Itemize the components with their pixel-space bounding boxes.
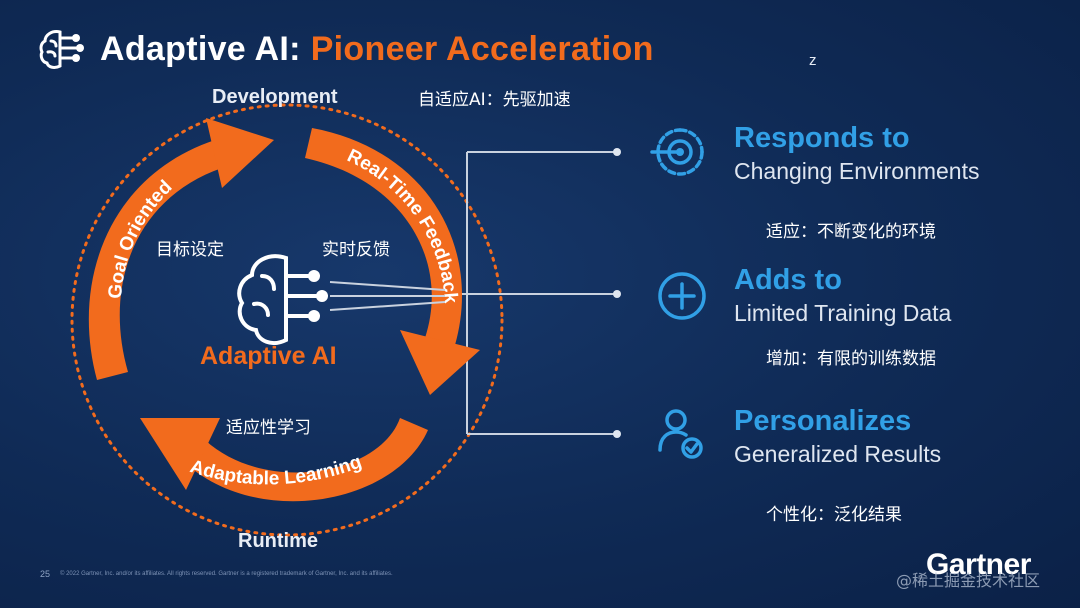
connector-dots xyxy=(613,148,621,438)
real-time-feedback-arrow xyxy=(305,128,480,395)
stray-character: z xyxy=(809,52,817,69)
development-label: Development xyxy=(212,86,338,108)
watermark: @稀土掘金技术社区 xyxy=(896,571,1041,590)
benefit-translation: 个性化：泛化结果 xyxy=(766,505,902,525)
adaptable-learning-arrow xyxy=(140,418,428,502)
benefit-translation: 适应：不断变化的环境 xyxy=(766,222,936,242)
learning-translation: 适应性学习 xyxy=(226,418,311,438)
title-row: Adaptive AI: Pioneer Acceleration xyxy=(38,26,654,72)
brain-circuit-icon xyxy=(39,30,84,69)
title-accent: Pioneer Acceleration xyxy=(310,29,654,68)
dotted-orbit xyxy=(70,103,504,537)
gartner-logo: Gartner xyxy=(926,548,1031,581)
benefit-heading: Personalizes xyxy=(734,405,912,437)
benefit-translation: 增加：有限的训练数据 xyxy=(766,349,936,369)
benefit-subheading: Changing Environments xyxy=(734,158,980,184)
goal-translation: 目标设定 xyxy=(156,240,224,260)
brain-circuit-icon xyxy=(237,254,446,345)
benefit-heading: Responds to xyxy=(734,122,910,154)
adaptive-ai-label: Adaptive AI xyxy=(200,342,337,370)
benefit-subheading: Generalized Results xyxy=(734,441,942,467)
user-check-icon xyxy=(658,409,703,459)
title-main: Adaptive AI: xyxy=(100,29,301,68)
benefit-heading: Adds to xyxy=(734,264,842,296)
radar-icon xyxy=(650,128,704,176)
goal-oriented-arrow xyxy=(88,118,274,380)
plus-circle-icon xyxy=(658,272,706,320)
benefit-subheading: Limited Training Data xyxy=(734,300,952,326)
legal-notice: © 2022 Gartner, Inc. and/or its affiliat… xyxy=(60,571,393,577)
runtime-label: Runtime xyxy=(238,530,318,552)
title-translation: 自适应AI：先驱加速 xyxy=(418,90,571,110)
connector-lines xyxy=(445,151,614,435)
page-number: 25 xyxy=(40,569,51,579)
feedback-translation: 实时反馈 xyxy=(322,240,390,260)
